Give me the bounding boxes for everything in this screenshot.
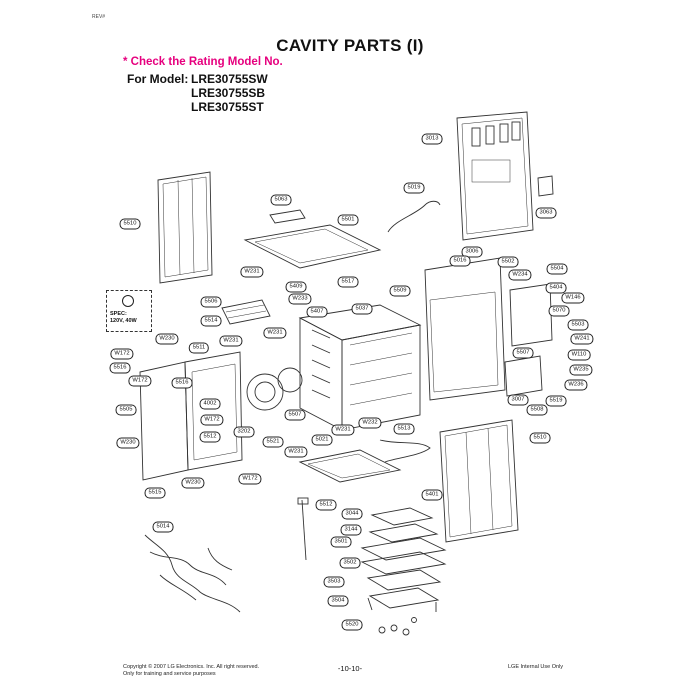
convection-fan bbox=[221, 299, 303, 411]
right-side-panel bbox=[439, 419, 519, 543]
part-label: 5507 bbox=[284, 409, 306, 421]
bake-element bbox=[298, 439, 431, 483]
part-label: 5516 bbox=[171, 377, 193, 389]
part-label: 3006 bbox=[461, 246, 483, 258]
part-label: W234 bbox=[508, 269, 532, 281]
part-label: W172 bbox=[128, 375, 152, 387]
part-label: W172 bbox=[200, 414, 224, 426]
part-label: 5516 bbox=[109, 362, 131, 374]
part-label: W230 bbox=[116, 437, 140, 449]
part-label: W230 bbox=[181, 477, 205, 489]
model-prefix: For Model: bbox=[127, 72, 189, 86]
part-label: 5515 bbox=[144, 487, 166, 499]
part-label: W231 bbox=[284, 446, 308, 458]
part-label: 3063 bbox=[535, 207, 557, 219]
part-label: 5037 bbox=[351, 303, 373, 315]
part-label: W230 bbox=[155, 333, 179, 345]
part-label: 5409 bbox=[285, 281, 307, 293]
part-label: 5014 bbox=[152, 521, 174, 533]
part-label: 5512 bbox=[199, 431, 221, 443]
part-label: W172 bbox=[110, 348, 134, 360]
left-side-panel bbox=[157, 171, 213, 284]
rear-panel bbox=[456, 111, 554, 241]
part-label: 5019 bbox=[403, 182, 425, 194]
bulb-icon bbox=[122, 295, 134, 307]
part-label: 5502 bbox=[497, 256, 519, 268]
part-label: 5063 bbox=[270, 194, 292, 206]
part-label: 5514 bbox=[200, 315, 222, 327]
part-label: 5016 bbox=[449, 255, 471, 267]
part-label: 3007 bbox=[507, 394, 529, 406]
model-1: LRE30755SW bbox=[191, 72, 268, 86]
part-label: 5407 bbox=[306, 306, 328, 318]
part-label: 3501 bbox=[330, 536, 352, 548]
part-label: 5401 bbox=[421, 489, 443, 501]
part-label: 3504 bbox=[327, 595, 349, 607]
model-2: LRE30755SB bbox=[191, 86, 266, 100]
part-label: W231 bbox=[219, 335, 243, 347]
part-label: 5510 bbox=[529, 432, 551, 444]
part-label: W233 bbox=[288, 293, 312, 305]
part-label: 5504 bbox=[546, 263, 568, 275]
part-label: 5511 bbox=[188, 342, 210, 354]
part-label: 3013 bbox=[421, 133, 443, 145]
part-label: 5507 bbox=[512, 347, 534, 359]
part-label: 5513 bbox=[393, 423, 415, 435]
part-label: 5517 bbox=[337, 276, 359, 288]
wire-harness bbox=[144, 534, 241, 613]
footer-internal: LGE Internal Use Only bbox=[508, 664, 564, 670]
part-label: 5512 bbox=[315, 499, 337, 511]
revision-mark: REV# bbox=[92, 14, 106, 20]
part-label: W231 bbox=[263, 327, 287, 339]
page-number: -10-10- bbox=[337, 664, 363, 673]
part-label: 5021 bbox=[311, 434, 333, 446]
part-label: 4002 bbox=[199, 398, 221, 410]
part-label: 5519 bbox=[545, 395, 567, 407]
part-label: 5503 bbox=[567, 319, 589, 331]
part-label: W236 bbox=[564, 379, 588, 391]
part-label: 3044 bbox=[341, 508, 363, 520]
part-label: W231 bbox=[331, 424, 355, 436]
part-label: W235 bbox=[569, 364, 593, 376]
part-label: 5404 bbox=[545, 282, 567, 294]
bulb-spec-box: SPEC: 120V, 40W bbox=[106, 290, 152, 332]
part-label: W241 bbox=[570, 333, 594, 345]
model-list: For Model: LRE30755SW LRE30755SB LRE3075… bbox=[127, 72, 268, 114]
part-label: 3144 bbox=[340, 524, 362, 536]
part-label: 3202 bbox=[233, 426, 255, 438]
part-label: 3503 bbox=[323, 576, 345, 588]
part-label: 5501 bbox=[337, 214, 359, 226]
part-label: 5510 bbox=[119, 218, 141, 230]
oven-cavity bbox=[298, 304, 422, 431]
part-label: W172 bbox=[238, 473, 262, 485]
spec-text: SPEC: 120V, 40W bbox=[110, 311, 137, 324]
part-label: 5509 bbox=[389, 285, 411, 297]
part-label: 5505 bbox=[115, 404, 137, 416]
oven-racks bbox=[360, 507, 447, 612]
part-label: W231 bbox=[240, 266, 264, 278]
part-label: 5508 bbox=[526, 404, 548, 416]
footer-copyright: Copyright © 2007 LG Electronics. Inc. Al… bbox=[123, 664, 260, 677]
part-label: W232 bbox=[358, 417, 382, 429]
part-label: 5506 bbox=[200, 296, 222, 308]
part-label: 5070 bbox=[548, 305, 570, 317]
rating-note: * Check the Rating Model No. bbox=[123, 56, 283, 68]
part-label: 5521 bbox=[262, 436, 284, 448]
front-frame bbox=[139, 351, 243, 481]
back-frame bbox=[424, 257, 553, 401]
model-3: LRE30755ST bbox=[191, 100, 264, 114]
part-label: 5520 bbox=[341, 619, 363, 631]
top-cover bbox=[243, 200, 441, 269]
part-label: 3502 bbox=[339, 557, 361, 569]
part-label: W146 bbox=[561, 292, 585, 304]
part-label: W110 bbox=[567, 349, 591, 361]
hardware bbox=[297, 497, 417, 636]
page-title: CAVITY PARTS (I) bbox=[276, 36, 424, 55]
